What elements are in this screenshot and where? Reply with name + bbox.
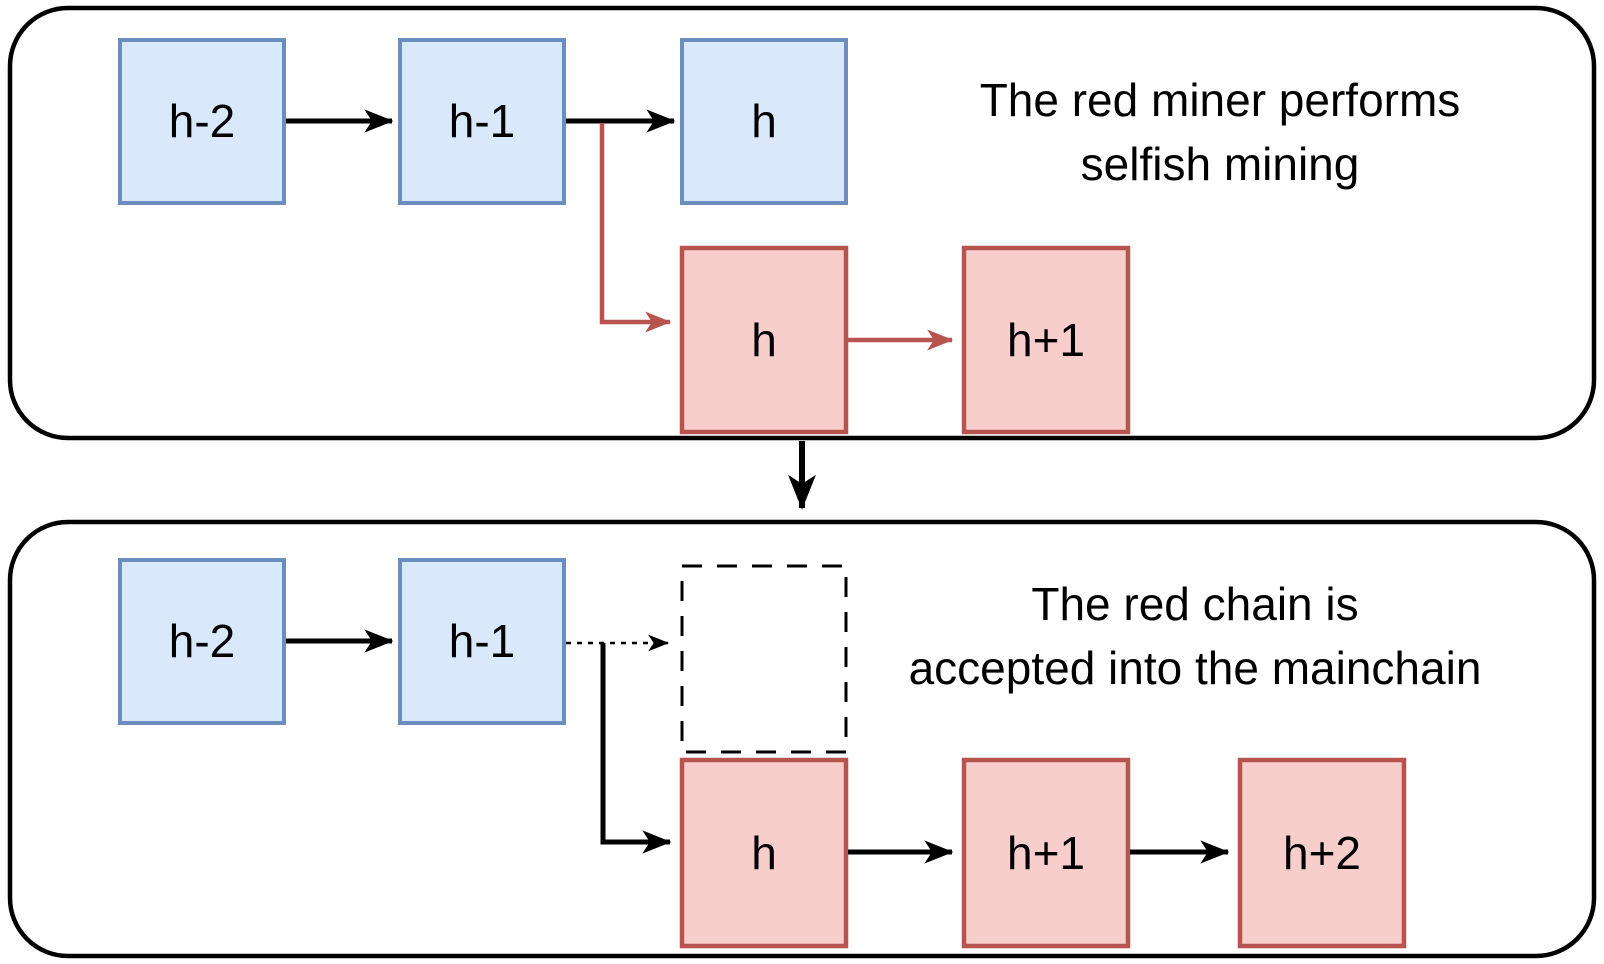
bottom-caption-line1: The red chain is xyxy=(1031,578,1358,630)
bottom-block-h-plus-1-red xyxy=(961,757,1131,949)
bottom-block-h-plus-2-red-label: h+2 xyxy=(1283,827,1361,879)
top-red-branch-arrow xyxy=(599,123,672,333)
bottom-caption-line2: accepted into the mainchain xyxy=(909,642,1482,694)
bottom-block-h-minus-1 xyxy=(398,558,566,725)
bottom-block-h-minus-2-label: h-2 xyxy=(169,615,235,667)
top-block-h-minus-1-label: h-1 xyxy=(449,95,515,147)
top-caption-line2: selfish mining xyxy=(1081,138,1360,190)
bottom-block-h-plus-2-red xyxy=(1237,757,1407,949)
top-block-h-minus-2 xyxy=(118,38,286,205)
bottom-dashed-placeholder-block xyxy=(680,564,848,754)
bottom-block-h-plus-1-red-label: h+1 xyxy=(1007,827,1085,879)
top-caption-line1: The red miner performs xyxy=(980,74,1461,126)
top-block-h-plus-1-red xyxy=(961,245,1131,435)
top-block-h-red-label: h xyxy=(751,314,777,366)
bottom-block-h-red xyxy=(679,757,849,949)
bottom-block-h-minus-2 xyxy=(118,558,286,725)
bottom-block-h-red-label: h xyxy=(751,827,777,879)
top-block-h-plus-1-red-label: h+1 xyxy=(1007,314,1085,366)
bottom-branch-arrow-h1-to-red-h xyxy=(600,643,672,854)
top-panel: h-2 h-1 h h h+1 The red miner performs s… xyxy=(7,5,1597,441)
top-block-h-blue xyxy=(680,38,848,205)
bottom-panel: h-2 h-1 h h+1 h+2 The red chain is accep… xyxy=(7,519,1597,959)
top-block-h-red xyxy=(679,245,849,435)
bottom-block-h-minus-1-label: h-1 xyxy=(449,615,515,667)
top-block-h-minus-2-label: h-2 xyxy=(169,95,235,147)
top-block-h-minus-1 xyxy=(398,38,566,205)
top-block-h-blue-label: h xyxy=(751,95,777,147)
